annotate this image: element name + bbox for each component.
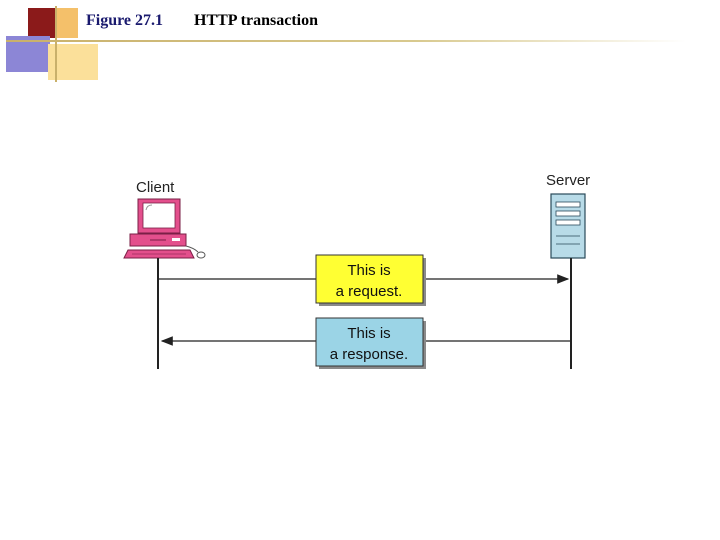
server-icon xyxy=(550,193,586,259)
figure-caption: HTTP transaction xyxy=(194,12,319,29)
decor-vertical-line xyxy=(55,6,57,82)
response-line-1: This is xyxy=(347,325,390,342)
server-label: Server xyxy=(546,172,590,189)
request-line-1: This is xyxy=(347,262,390,279)
request-line-2: a request. xyxy=(336,283,403,300)
response-message: This is a response. xyxy=(315,317,426,369)
response-line-2: a response. xyxy=(330,346,408,363)
decor-red-block xyxy=(28,8,56,38)
request-message: This is a request. xyxy=(315,254,426,306)
decor-purple-block xyxy=(6,36,50,72)
figure-number: Figure 27.1 xyxy=(86,12,164,29)
decor-horizontal-line xyxy=(6,40,686,42)
figure-title: Figure 27.1 HTTP transaction xyxy=(86,12,318,30)
response-box xyxy=(315,317,424,367)
client-computer-icon xyxy=(123,198,206,259)
request-box xyxy=(315,254,424,304)
client-label: Client xyxy=(136,179,175,196)
decor-orange-block xyxy=(56,8,78,38)
